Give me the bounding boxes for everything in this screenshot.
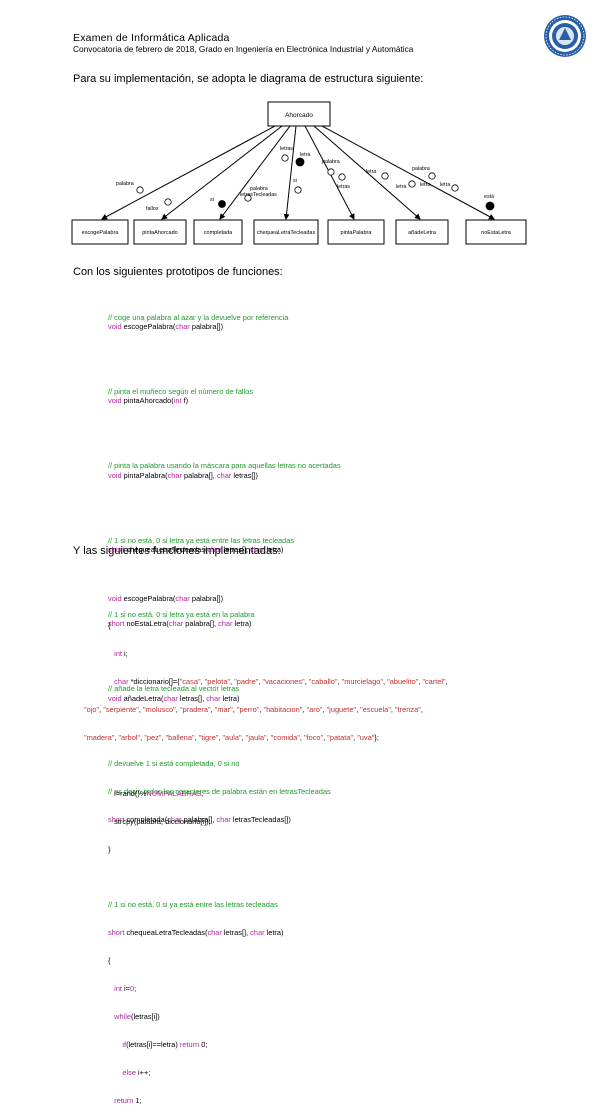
dictionary-word: "pelota" [204,677,231,687]
svg-text:letra: letra [396,184,406,190]
dictionary-word: "ballena" [165,733,195,743]
module-chequeaLetraTecleadas: chequeaLetraTecleadas [257,230,316,236]
dictionary-word: "trenza" [395,705,421,715]
dictionary-word: "tigre" [198,733,219,743]
dictionary-word: "foco" [303,733,324,743]
dictionary-word: "casa" [179,677,201,687]
dictionary-word: "pez" [144,733,162,743]
dictionary-word: "serpiente" [103,705,139,715]
dictionary-word: "aro" [306,705,323,715]
svg-text:palabra: palabra [250,186,268,192]
dictionary-word: "arbol" [118,733,141,743]
svg-text:si: si [293,178,297,184]
svg-text:si: si [210,197,214,203]
module-anadeLetra: añadeLetra [408,230,437,236]
dictionary-word: "escuela" [360,705,391,715]
root-module-box [267,101,331,127]
dictionary-word: "mar" [214,705,233,715]
call-lines [101,125,495,220]
svg-text:letras: letras [280,146,293,152]
svg-text:letras: letras [337,184,350,190]
module-boxes: escogePalabra pintaAhorcado completada c… [71,219,527,245]
dictionary-word: "padre" [234,677,259,687]
dictionary-word: "juguete" [326,705,357,715]
dictionary-word: "vacaciones" [262,677,305,687]
dictionary-word: "habitacion" [263,705,303,715]
svg-text:palabra: palabra [412,166,430,172]
dictionary-word: "murcielago" [341,677,383,687]
svg-text:letra: letra [366,169,376,175]
dictionary-word: "madera" [84,733,115,743]
module-pintaAhorcado: pintaAhorcado [142,230,177,236]
structure-diagram: Ahorcado escogePalabra pintaAhorcado com… [71,101,527,245]
university-seal-logo [544,15,586,57]
module-escogePalabra: escogePalabra [82,230,120,236]
prototypes-heading: Con los siguientes prototipos de funcion… [73,266,283,278]
svg-text:está: está [484,194,494,200]
svg-text:letrasTecleadas: letrasTecleadas [240,192,277,198]
module-completada: completada [204,230,233,236]
svg-text:fallos: fallos [146,206,159,212]
dictionary-word: "comida" [270,733,300,743]
module-noEstaLetra: noEstaLetra [481,230,512,236]
dictionary-word: "jaula" [245,733,267,743]
dictionary-word: "pradera" [179,705,211,715]
dictionary-word: "molusco" [143,705,176,715]
dictionary-word: "patata" [327,733,354,743]
svg-text:letra: letra [440,182,450,188]
dictionary-word: "uva" [357,733,375,743]
couple-labels: palabra fallos si palabra letrasTecleada… [116,146,494,212]
prototypes-block: // coge una palabra al azar y la devuelv… [108,312,341,824]
dictionary-word: "abuelito" [387,677,419,687]
exam-subtitle: Convocatoria de febrero de 2018, Grado e… [73,44,414,54]
dictionary-word: "aula" [222,733,242,743]
svg-text:letra: letra [420,182,430,188]
dictionary-word: "caballo" [308,677,338,687]
impl-heading: Y las siguientes funciones implementadas… [73,545,281,557]
dictionary-word: "ojo" [84,705,100,715]
dictionary-word: "perro" [236,705,260,715]
data-couples [136,154,495,211]
intro-text: Para su implementación, se adopta le dia… [73,73,424,85]
root-module-label: Ahorcado [285,112,313,119]
svg-text:palabra: palabra [322,159,340,165]
module-pintaPalabra: pintaPalabra [341,230,373,236]
dictionary-word: "cartel" [422,677,446,687]
svg-text:letra: letra [300,152,310,158]
exam-title: Examen de Informática Aplicada [73,32,230,44]
svg-text:palabra: palabra [116,181,134,187]
implementation-block: void escogePalabra(char palabra[]) { int… [84,593,448,1105]
